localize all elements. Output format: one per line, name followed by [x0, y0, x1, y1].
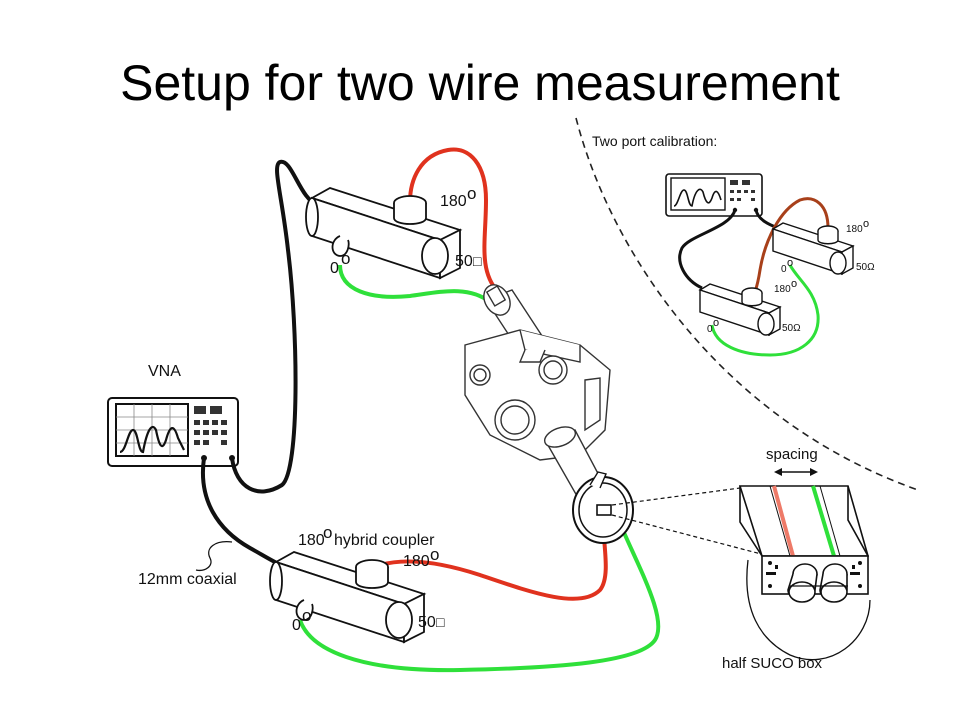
red-wire-upper — [408, 147, 500, 294]
lower-180-degree: o — [430, 545, 439, 564]
vna-instrument-icon — [107, 397, 239, 467]
cal-upper-180-label: 180 — [846, 224, 863, 235]
cal-upper-0-degree: o — [787, 257, 793, 269]
lower-ohm-label: □ — [436, 614, 445, 630]
green-wire-lower — [298, 527, 661, 673]
black-cable-lower — [200, 457, 291, 570]
slide-title: Setup for two wire measurement — [120, 55, 840, 111]
upper-50-label: 50 — [455, 253, 473, 270]
cal-coupler-upper-icon — [771, 222, 855, 276]
spacing-label: spacing — [766, 446, 818, 463]
green-wire-upper — [338, 264, 492, 304]
lower-50-label: 50 — [418, 614, 436, 631]
cal-lower-180-degree: o — [791, 278, 797, 290]
lower-0-label: 0 — [292, 617, 301, 634]
coax-leader-line — [195, 541, 233, 572]
upper-180-degree: o — [467, 184, 476, 203]
cal-lower-0-degree: o — [713, 317, 719, 329]
upper-0-label: 0 — [330, 260, 339, 277]
hybrid-coupler-lower-icon — [269, 551, 427, 644]
cal-coupler-lower-icon — [698, 283, 782, 337]
cal-green-wire — [710, 264, 820, 357]
red-wire-lower — [371, 537, 608, 601]
calibration-label: Two port calibration: — [592, 133, 717, 149]
lower-180-title-degree: o — [323, 523, 332, 542]
spacing-arrow — [774, 468, 818, 476]
cal-lower-50-label: 50Ω — [782, 323, 801, 334]
hybrid-coupler-label: hybrid coupler — [334, 532, 435, 549]
cal-lower-180-label: 180 — [774, 284, 791, 295]
cal-lower-0-label: 0 — [707, 324, 713, 335]
upper-0-degree: o — [341, 249, 350, 268]
cal-upper-180-degree: o — [863, 218, 869, 230]
vacuum-chamber-icon — [464, 284, 634, 544]
calibration-vna-icon — [665, 173, 763, 217]
lower-0-degree: o — [302, 606, 311, 625]
suco-outline-arc — [746, 559, 871, 661]
cal-upper-50-label: 50Ω — [856, 262, 875, 273]
black-cable-upper — [230, 159, 319, 494]
cal-upper-0-label: 0 — [781, 264, 787, 275]
suco-box-icon — [738, 485, 870, 603]
upper-ohm-label: □ — [473, 253, 482, 269]
lower-180-title-label: 180 — [298, 532, 325, 549]
coax-label: 12mm coaxial — [138, 571, 237, 588]
hybrid-coupler-icon — [305, 187, 463, 280]
lower-180-label: 180 — [403, 553, 430, 570]
half-suco-label: half SUCO box — [722, 655, 823, 672]
vna-label: VNA — [148, 363, 181, 380]
cal-black-wire-1 — [678, 209, 737, 290]
upper-180-label: 180 — [440, 193, 467, 210]
zoom-lines — [611, 487, 766, 556]
